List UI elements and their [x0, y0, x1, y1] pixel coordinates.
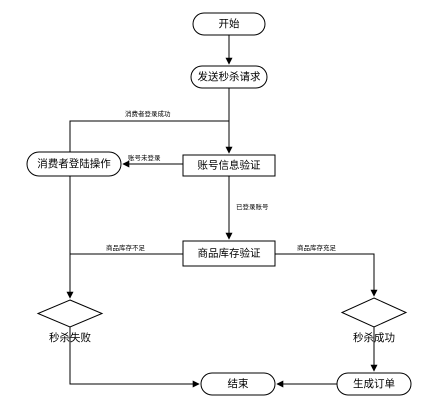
edge-stock-sufficient: [275, 253, 378, 297]
node-stock-verify-shape: [182, 240, 276, 267]
edge-login-success: [69, 120, 229, 152]
node-seckill-fail-label: 秒杀失败: [49, 331, 91, 344]
node-end-label: 结束: [228, 377, 249, 390]
node-seckill-success-label: 秒杀成功: [353, 331, 395, 344]
edge-label-account-logged-in: 已登录账号: [236, 202, 269, 211]
node-send-request-shape: [190, 65, 268, 89]
edge-label-account-not-logged-in: 账号未登录: [128, 153, 161, 162]
node-generate-order-label: 生成订单: [353, 377, 395, 390]
node-start-shape: [192, 12, 266, 36]
node-start-label: 开始: [219, 17, 240, 30]
node-account-verify-shape: [182, 154, 276, 177]
node-login-operation-shape: [26, 151, 122, 177]
node-end-shape: [200, 372, 276, 396]
node-stock-verify-label: 商品库存验证: [198, 247, 261, 260]
edge-label-login-success: 消费者登录成功: [125, 109, 171, 118]
node-login-operation-label: 消费者登陆操作: [37, 157, 111, 170]
node-send-request-label: 发送秒杀请求: [198, 70, 261, 83]
edge-label-stock-sufficient: 商品库存充足: [297, 243, 337, 252]
node-seckill-success-diamond: [340, 297, 408, 328]
node-account-verify-label: 账号信息验证: [198, 159, 261, 172]
edge-fail-to-end: [69, 327, 200, 388]
edge-label-stock-insufficient: 商品库存不足: [106, 243, 146, 252]
node-seckill-fail-diamond: [36, 299, 104, 328]
node-generate-order-shape: [336, 372, 412, 396]
